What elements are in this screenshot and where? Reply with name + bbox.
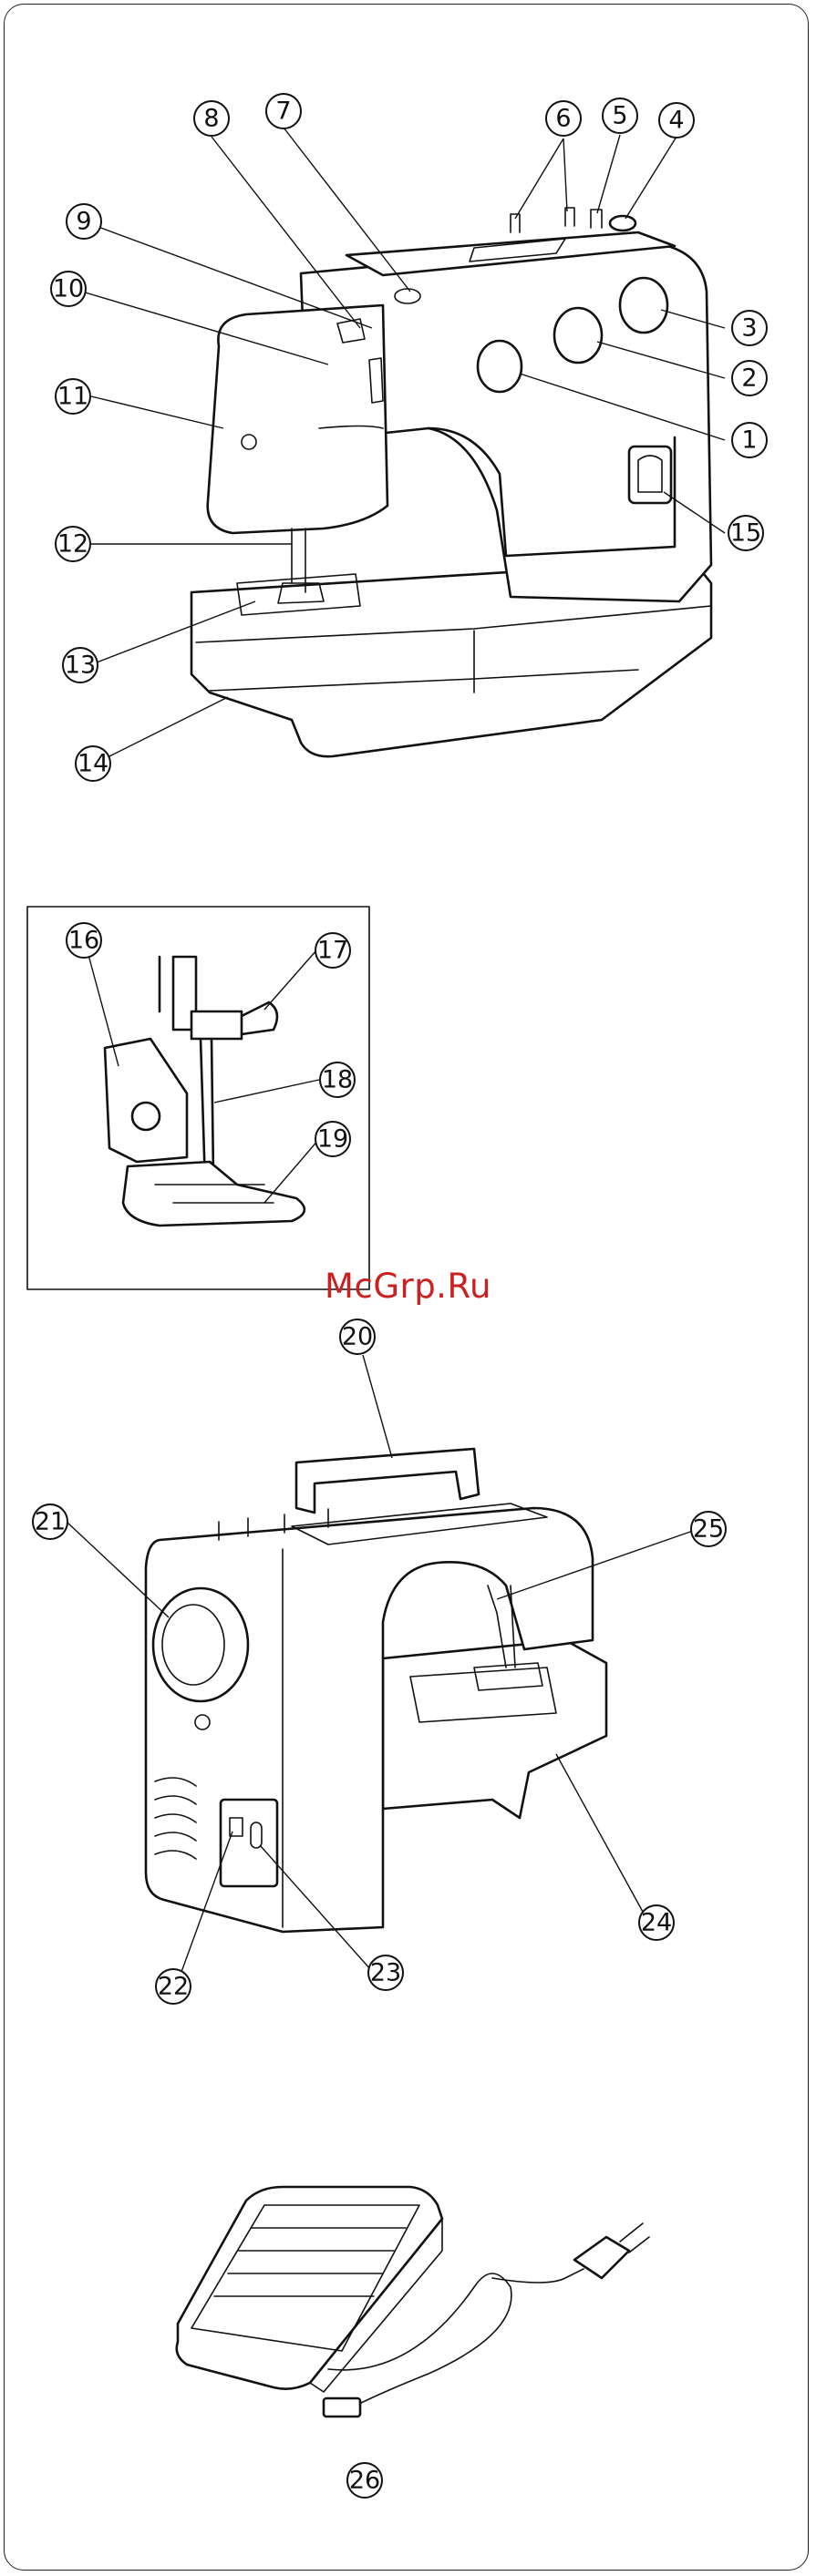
callout-10: 10	[51, 272, 86, 306]
svg-text:12: 12	[57, 530, 88, 559]
svg-text:18: 18	[322, 1066, 353, 1094]
svg-text:20: 20	[342, 1323, 373, 1351]
callout-5: 5	[603, 98, 637, 133]
watermark: McGrp.Ru	[0, 1267, 816, 1306]
machine-rear-view	[146, 1449, 606, 1932]
callout-21: 21	[33, 1504, 67, 1539]
svg-text:24: 24	[641, 1909, 672, 1937]
callout-22: 22	[156, 1969, 191, 2004]
callout-23: 23	[368, 1955, 403, 1990]
svg-text:7: 7	[275, 97, 291, 126]
callout-2: 2	[732, 361, 767, 395]
svg-text:19: 19	[317, 1125, 348, 1154]
svg-text:21: 21	[35, 1508, 66, 1536]
callout-16: 16	[67, 923, 101, 958]
callout-19: 19	[315, 1122, 350, 1156]
callout-11: 11	[56, 379, 90, 414]
svg-text:1: 1	[741, 426, 757, 455]
svg-text:4: 4	[668, 107, 684, 135]
callout-17: 17	[315, 933, 350, 968]
svg-text:15: 15	[730, 519, 761, 548]
callout-12: 12	[56, 527, 90, 561]
svg-text:11: 11	[57, 383, 88, 411]
callout-14: 14	[76, 746, 110, 781]
callout-25: 25	[691, 1512, 726, 1546]
callout-18: 18	[320, 1062, 355, 1097]
svg-text:6: 6	[555, 105, 571, 133]
svg-text:22: 22	[158, 1973, 189, 2001]
callout-13: 13	[63, 648, 98, 682]
svg-text:26: 26	[349, 2467, 380, 2495]
svg-text:10: 10	[53, 275, 84, 303]
callout-9: 9	[67, 204, 101, 239]
svg-text:23: 23	[370, 1959, 401, 1987]
svg-text:8: 8	[203, 105, 219, 133]
svg-text:5: 5	[612, 102, 627, 130]
callout-26: 26	[347, 2463, 382, 2498]
callout-15: 15	[728, 516, 763, 550]
callout-8: 8	[194, 101, 229, 136]
callout-7: 7	[266, 94, 301, 128]
svg-text:9: 9	[76, 208, 91, 236]
foot-control	[177, 2187, 649, 2417]
svg-text:25: 25	[693, 1515, 724, 1544]
callout-24: 24	[639, 1905, 674, 1940]
svg-text:3: 3	[741, 314, 757, 343]
callout-6: 6	[546, 101, 581, 136]
svg-text:14: 14	[77, 750, 108, 778]
callout-20: 20	[340, 1319, 375, 1354]
presser-foot-detail	[105, 957, 305, 1226]
callout-3: 3	[732, 311, 767, 345]
svg-text:13: 13	[65, 652, 96, 680]
svg-text:16: 16	[68, 927, 99, 955]
svg-text:17: 17	[317, 937, 348, 965]
svg-text:2: 2	[741, 364, 757, 393]
callout-1: 1	[732, 423, 767, 457]
callout-4: 4	[659, 103, 694, 138]
